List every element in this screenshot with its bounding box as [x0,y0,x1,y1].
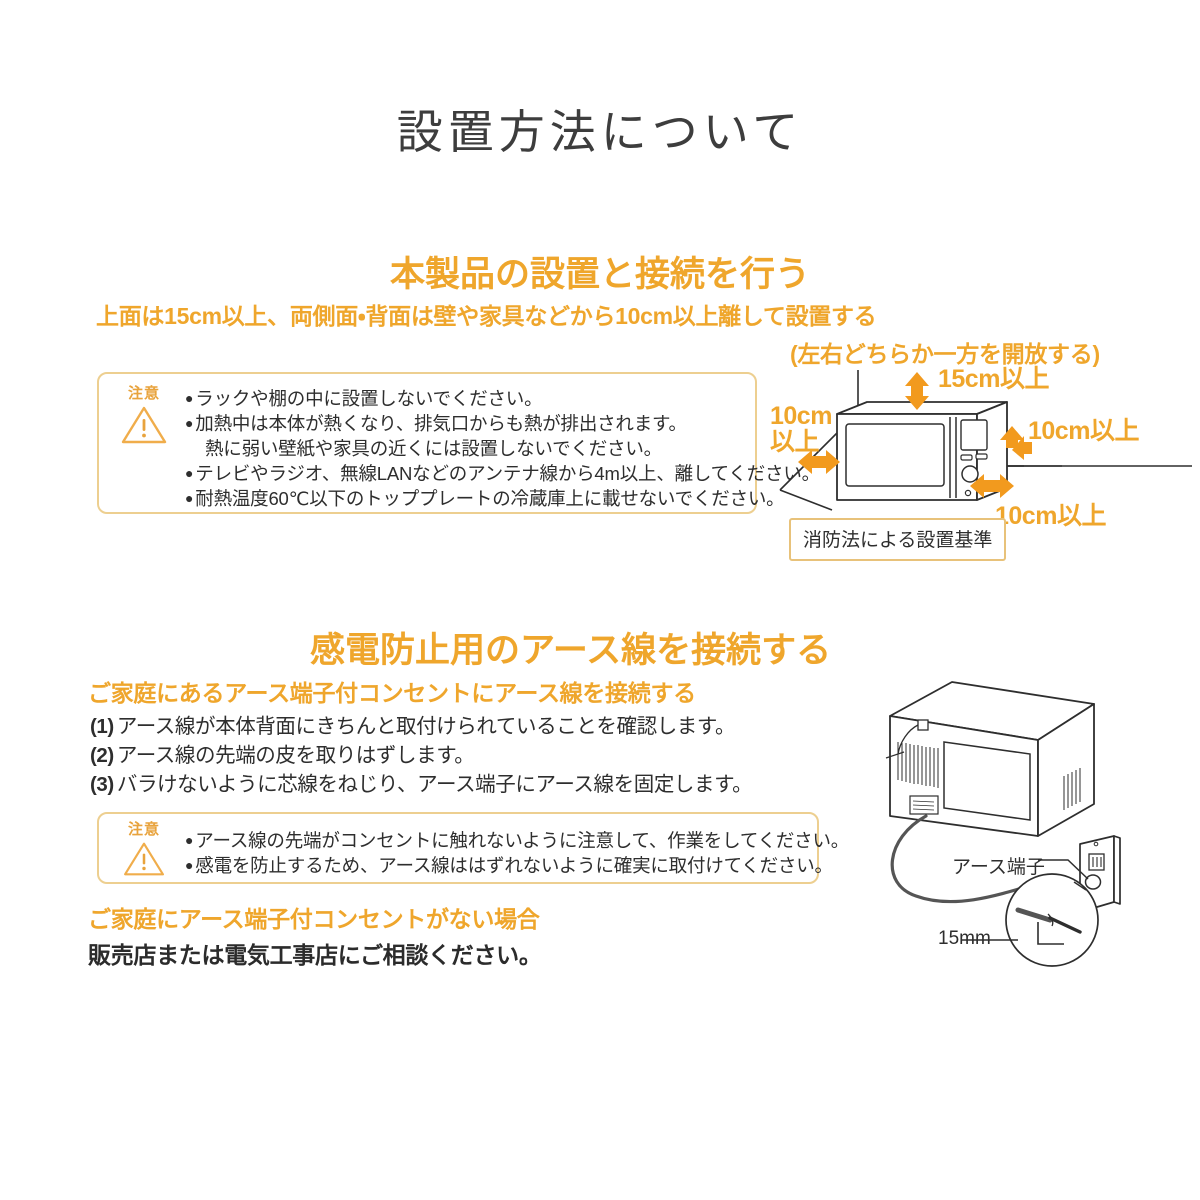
right-clearance-arrow [1000,426,1032,460]
front-clearance-arrow [970,474,1014,498]
ground-wire [890,814,1058,904]
magnifier-leader-line [1073,881,1087,891]
caution-mark: 注意 [113,821,175,877]
rear-panel [943,741,1031,821]
caution-box-grounding: 注意 ●アース線の先端がコンセントに触れないように注意して、作業をしてください。… [97,812,850,884]
step-item: (3)バラけないように芯線をねじり、アース端子にアース線を固定します。 [90,773,753,796]
left-clearance-label: 10cm 以上 [770,402,832,456]
section2-sub: ご家庭にあるアース端子付コンセントにアース線を接続する [88,680,696,706]
ground-wire-outlet-diagram [852,668,1192,968]
door-window [845,423,945,487]
section1-sub-line1: 上面は15cm以上、両側面・背面は壁や家具などから10cm以上離して設置する [96,303,877,329]
warning-triangle-icon [124,842,164,875]
no-terminal-body: 販売店または電気工事店にご相談ください。 [88,942,542,968]
caution-item: ●耐熱温度60℃以下のトッププレートの冷蔵庫上に載せないでください。 [185,488,785,509]
fire-law-standard-box: 消防法による設置基準 [789,518,1007,561]
panel-indicator [964,489,972,497]
caution-item: 熱に弱い壁紙や家具の近くには設置しないでください。 [205,438,662,459]
caution-item: ●感電を防止するため、アース線ははずれないように確実に取付けてください。 [185,855,833,876]
ground-terminal [1084,874,1102,890]
plate-screw [1093,841,1099,847]
section1-heading: 本製品の設置と接続を行う [390,255,811,294]
clearance-illustration [779,370,1192,511]
door-seam [949,417,957,498]
caution-box-installation: 注意 ●ラックや棚の中に設置しないでください。 ●加熱中は本体が熱くなり、排気口… [97,372,820,514]
top-clearance-arrow [905,372,929,410]
bullet-icon: ● [185,832,194,848]
bullet-icon: ● [185,415,194,431]
page-title: 設置方法について [396,106,804,158]
caution-list: ●アース線の先端がコンセントに触れないように注意して、作業をしてください。 ●感… [185,828,850,878]
ground-wire-steps: (1)アース線が本体背面にきちんと取付けられていることを確認します。 (2)アー… [90,712,753,799]
vent-grille-side [1063,768,1081,810]
caution-item: ●テレビやラジオ、無線LANなどのアンテナ線から4m以上、離してください。 [185,463,820,484]
section1-sub-line2: (左右どちらか一方を開放する) [790,341,1100,367]
front-clearance-label: 10cm以上 [995,502,1106,530]
caution-item: ●加熱中は本体が熱くなり、排気口からも熱が排出されます。 [185,413,687,434]
step-item: (2)アース線の先端の皮を取りはずします。 [90,744,475,767]
warning-triangle-icon [121,406,167,443]
caution-mark: 注意 [113,385,175,445]
no-terminal-heading: ご家庭にアース端子付コンセントがない場合 [88,906,540,932]
right-clearance-label: 10cm以上 [1028,417,1139,445]
bullet-icon: ● [185,857,194,873]
bullet-icon: ● [185,465,194,481]
strip-length-label: 15mm [938,928,991,949]
rating-label-lines [912,800,935,811]
bullet-icon: ● [185,490,194,506]
caution-label: 注意 [127,821,160,838]
panel-button [975,453,988,460]
screw-leader-line [897,724,919,755]
ground-screw [917,719,929,731]
screw-leader-line [885,751,905,759]
caution-item: ●ラックや棚の中に設置しないでください。 [185,388,543,409]
ground-terminal-label: アース端子 [952,857,1045,878]
display-panel [960,419,988,451]
microwave-clearance-diagram [762,362,1192,562]
panel-button [960,454,973,461]
section2-heading: 感電防止用のアース線を接続する [310,631,832,670]
control-dial [961,465,979,483]
caution-item: ●アース線の先端がコンセントに触れないように注意して、作業をしてください。 [185,830,850,851]
caution-label: 注意 [127,385,160,402]
left-clearance-arrow [798,450,840,474]
step-item: (1)アース線が本体背面にきちんと取付けられていることを確認します。 [90,715,736,738]
top-clearance-label: 15cm以上 [938,365,1049,393]
socket-slot-lines [1092,857,1102,867]
caution-list: ●ラックや棚の中に設置しないでください。 ●加熱中は本体が熱くなり、排気口からも… [185,386,820,511]
vent-grille [897,742,939,788]
terminal-leader-line [1038,859,1089,880]
stripped-wire-detail [1015,907,1082,945]
bullet-icon: ● [185,390,194,406]
grounding-illustration [885,681,1121,967]
